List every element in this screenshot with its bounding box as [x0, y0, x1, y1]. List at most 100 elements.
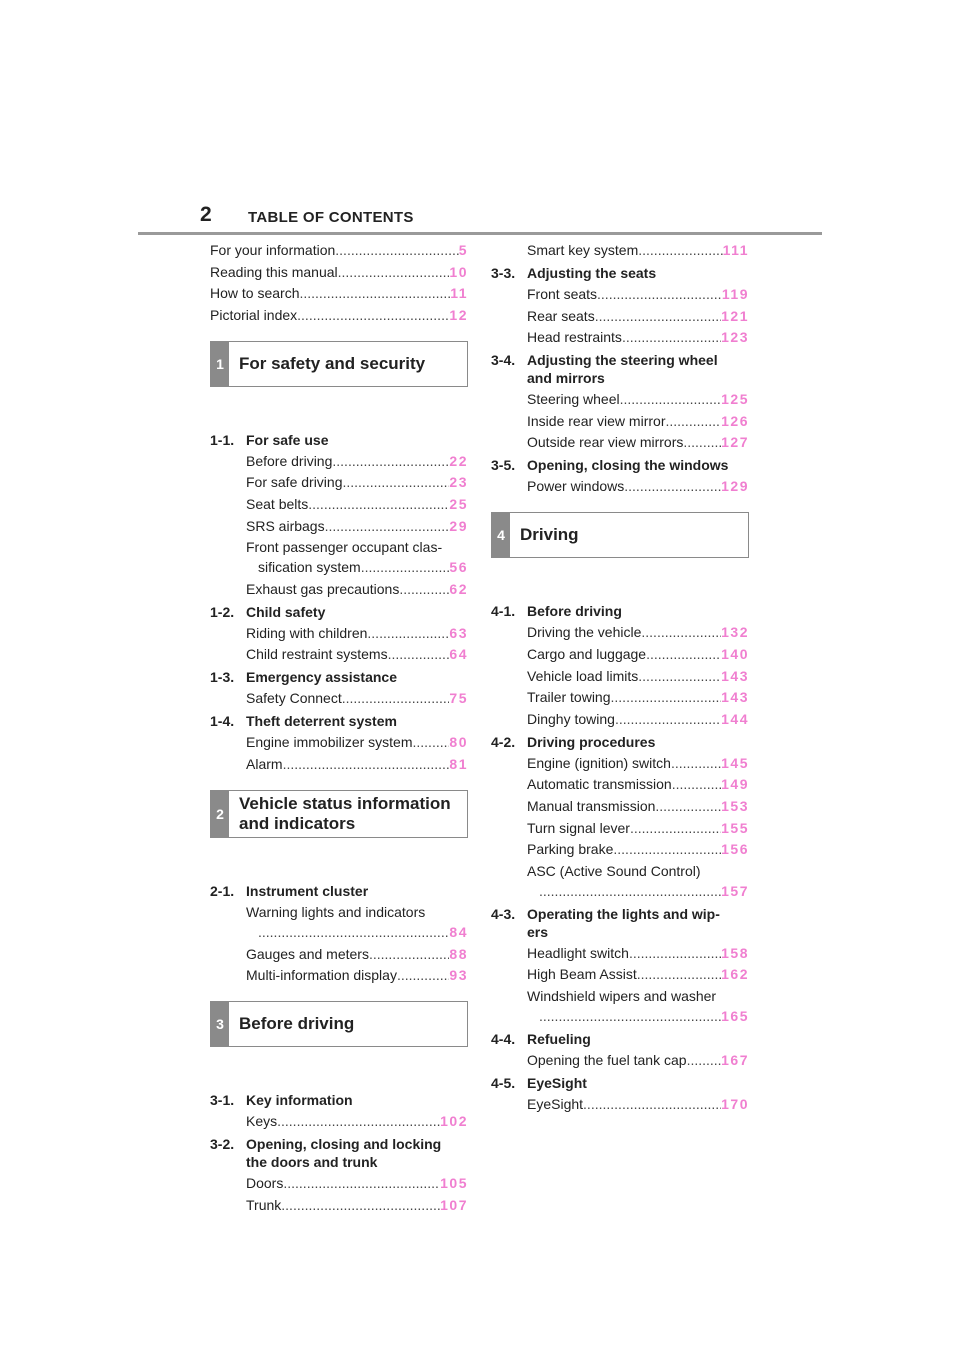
toc-entry[interactable]: Seat belts25 [210, 494, 468, 514]
page-link[interactable]: 105 [440, 1175, 468, 1192]
page-link[interactable]: 129 [721, 478, 749, 495]
toc-entry[interactable]: Doors105 [210, 1173, 468, 1193]
toc-entry[interactable]: Multi-information display93 [210, 965, 468, 985]
toc-entry[interactable]: Smart key system111 [491, 240, 749, 260]
toc-entry[interactable]: Outside rear view mirrors 127 [491, 432, 749, 452]
page-link[interactable]: 155 [721, 819, 749, 836]
page-link[interactable]: 121 [721, 307, 749, 324]
page-link[interactable]: 153 [721, 797, 749, 814]
page-link[interactable]: 143 [721, 689, 749, 706]
toc-entry[interactable]: Trailer towing143 [491, 687, 749, 707]
toc-entry[interactable]: Reading this manual10 [210, 262, 468, 282]
page-link[interactable]: 170 [721, 1095, 749, 1112]
toc-entry[interactable]: Opening the fuel tank cap167 [491, 1050, 749, 1070]
toc-entry-multiline[interactable]: Windshield wipers and washer 165 [491, 986, 749, 1026]
toc-entry[interactable]: Child restraint systems64 [210, 644, 468, 664]
page-link[interactable]: 167 [721, 1051, 749, 1068]
toc-entry[interactable]: Safety Connect75 [210, 688, 468, 708]
page-link[interactable]: 64 [449, 646, 468, 663]
chapter-4-header[interactable]: 4 Driving [491, 512, 749, 559]
page-link[interactable]: 140 [721, 645, 749, 662]
page-link[interactable]: 81 [449, 755, 468, 772]
toc-entry[interactable]: Engine immobilizer system80 [210, 732, 468, 752]
section-items: Driving the vehicle132Cargo and luggage1… [491, 622, 749, 728]
page-link: 111 [722, 242, 749, 258]
toc-entry[interactable]: Inside rear view mirror126 [491, 411, 749, 431]
toc-entry[interactable]: Driving the vehicle132 [491, 622, 749, 642]
section-heading: 2-1.Instrument cluster [210, 882, 369, 899]
page-link[interactable]: 63 [449, 624, 468, 641]
page-link[interactable]: 127 [721, 434, 749, 451]
toc-entry[interactable]: How to search11 [210, 283, 468, 303]
page-link[interactable]: 12 [449, 306, 468, 323]
page-link[interactable]: 126 [721, 412, 749, 429]
page-link[interactable]: 145 [721, 754, 749, 771]
toc-entry-multiline[interactable]: ASC (Active Sound Control) 157 [491, 861, 749, 901]
page-link[interactable]: 93 [449, 967, 468, 984]
page-link[interactable]: 143 [721, 667, 749, 684]
toc-entry[interactable]: High Beam Assist162 [491, 964, 749, 984]
toc-entry[interactable]: Before driving22 [210, 451, 468, 471]
toc-entry-multiline[interactable]: Warning lights and indicators 84 [210, 902, 468, 942]
toc-entry[interactable]: Parking brake156 [491, 839, 749, 859]
toc-entry[interactable]: Trunk107 [210, 1195, 468, 1215]
page-link[interactable]: 23 [449, 474, 468, 491]
toc-entry[interactable]: Front seats119 [491, 284, 749, 304]
chapter-1-header[interactable]: 1 For safety and security [210, 340, 468, 387]
toc-entry[interactable]: Gauges and meters88 [210, 944, 468, 964]
chapter-title: For safety and security [239, 353, 426, 373]
toc-entry[interactable]: Headlight switch158 [491, 943, 749, 963]
page-link[interactable]: 123 [721, 329, 749, 346]
entry-label: Outside rear view mirrors [527, 434, 684, 451]
page-link[interactable]: 88 [449, 945, 468, 962]
toc-entry[interactable]: Keys102 [210, 1111, 468, 1131]
toc-entry[interactable]: Automatic transmission149 [491, 774, 749, 794]
page-link[interactable]: 5 [458, 242, 468, 258]
toc-entry[interactable]: Cargo and luggage140 [491, 644, 749, 664]
toc-entry[interactable]: Steering wheel125 [491, 389, 749, 409]
page-link[interactable]: 102 [440, 1113, 468, 1130]
toc-entry[interactable]: Turn signal lever155 [491, 818, 749, 838]
toc-entry[interactable]: Dinghy towing144 [491, 709, 749, 729]
section-items: Before driving22For safe driving23Seat b… [210, 451, 468, 536]
leader-dots [611, 687, 722, 707]
page-link[interactable]: 144 [721, 710, 749, 727]
page-link[interactable]: 75 [449, 690, 468, 707]
toc-entry[interactable]: Manual transmission153 [491, 796, 749, 816]
page-link[interactable]: 125 [721, 391, 749, 408]
toc-entry[interactable]: For safe driving23 [210, 472, 468, 492]
page-link[interactable]: 107 [440, 1196, 468, 1213]
toc-entry[interactable]: Alarm81 [210, 754, 468, 774]
page-link[interactable]: 132 [721, 624, 749, 641]
page-link[interactable]: 10 [449, 263, 468, 280]
leader-dots [646, 644, 721, 664]
toc-entry[interactable]: Head restraints123 [491, 327, 749, 347]
toc-entry[interactable]: Exhaust gas precautions62 [210, 579, 468, 599]
toc-entry[interactable]: Riding with children63 [210, 623, 468, 643]
page-link[interactable]: 22 [449, 452, 468, 469]
page-link[interactable]: 156 [721, 841, 749, 858]
page-link[interactable]: 158 [721, 944, 749, 961]
page-link[interactable]: 119 [721, 286, 749, 302]
toc-entry[interactable]: EyeSight170 [491, 1094, 749, 1114]
section-items: Steering wheel125Inside rear view mirror… [491, 389, 749, 452]
toc-entry[interactable]: Engine (ignition) switch145 [491, 753, 749, 773]
page-link[interactable]: 149 [721, 776, 749, 793]
toc-entry[interactable]: SRS airbags29 [210, 516, 468, 536]
toc-entry[interactable]: Vehicle load limits143 [491, 666, 749, 686]
page-link[interactable]: 11 [450, 285, 468, 302]
page-link[interactable]: 29 [449, 517, 468, 534]
toc-entry[interactable]: Rear seats121 [491, 306, 749, 326]
toc-entry[interactable]: Pictorial index12 [210, 305, 468, 325]
toc-entry-multiline[interactable]: Front passenger occupant clas- sificatio… [210, 537, 468, 577]
section-items: Engine (ignition) switch145Automatic tra… [491, 753, 749, 859]
page-link[interactable]: 162 [721, 966, 749, 983]
page-link[interactable]: 25 [449, 495, 468, 512]
toc-entry[interactable]: For your information5 [210, 240, 468, 260]
toc-entry[interactable]: Power windows129 [491, 476, 749, 496]
leader-dots [622, 327, 721, 347]
page-link[interactable]: 80 [449, 734, 468, 751]
chapter-3-header[interactable]: 3 Before driving [210, 1001, 468, 1048]
